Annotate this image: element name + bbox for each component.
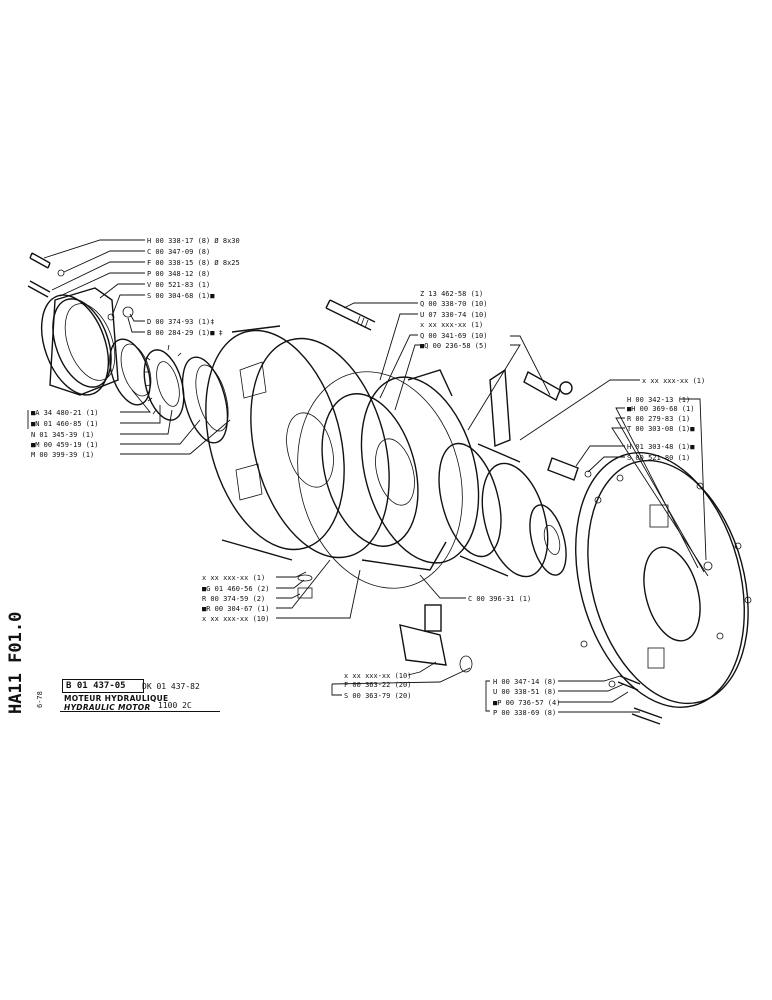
part-label: H 00 347-14 (8) (493, 678, 556, 686)
part-label: S 00 304-68 (1)■ (147, 292, 215, 300)
bearing-ring-part (109, 338, 152, 406)
part-label: D 00 374-93 (1)‡ (147, 318, 214, 326)
part-label: B 00 284-29 (1)■ ‡ (147, 329, 223, 337)
part-label: x xx xxx-xx (1) (420, 321, 483, 329)
part-label: S 00 363-79 (20) (344, 692, 411, 700)
gear-ring-part (143, 344, 185, 421)
part-label: F 00 363-22 (20) (344, 681, 411, 689)
part-label: H 00 338-17 (8) Ø 8x30 (147, 237, 240, 245)
part-label: ■Q 00 236-58 (5) (420, 342, 487, 350)
title-french: MOTEUR HYDRAULIQUE (64, 694, 169, 703)
part-label: C 00 396-31 (1) (468, 595, 531, 603)
part-label: ■N 01 460-85 (1) (31, 420, 98, 428)
part-label: U 00 338-51 (8) (493, 688, 556, 696)
part-label: T 00 303-08 (1)■ (627, 425, 695, 433)
part-label: U 07 330-74 (10) (420, 311, 487, 319)
roller-bearing-part (181, 356, 229, 444)
part-label: R 00 279-83 (1) (627, 415, 690, 423)
part-label: ■G 01 460-56 (2) (202, 585, 269, 593)
part-label: N 01 345-39 (1) (31, 431, 94, 439)
label-group-bottom-mid: x xx xxx-xx (10) F 00 363-22 (20) S 00 3… (344, 672, 411, 700)
rotor-star-part (321, 369, 480, 571)
model-number: 1100 2C (158, 701, 192, 710)
label-group-center-bottom: x xx xxx-xx (1) ■G 01 460-56 (2) R 00 37… (202, 574, 269, 623)
label-group-top-left: H 00 338-17 (8) Ø 8x30 C 00 347-09 (8) F… (147, 237, 240, 337)
part-label: R 00 374-59 (2) (202, 595, 265, 603)
part-label: ■A 34 480-21 (1) (31, 409, 98, 417)
part-label: C 00 347-09 (8) (147, 248, 210, 256)
label-group-center-top: Z 13 462-58 (1) Q 00 338-70 (10) U 07 33… (420, 290, 487, 350)
part-label: S 00 521-80 (1) (627, 454, 690, 462)
part-label: x xx xxx-xx (1) (642, 377, 705, 385)
title-english: HYDRAULIC MOTOR (64, 703, 151, 712)
bottom-bolts-part (617, 675, 663, 725)
top-left-bolts (27, 252, 134, 321)
side-section-code: HA11 F01.0 (6, 611, 26, 714)
small-parts-below (297, 574, 473, 673)
fitting-part (523, 370, 592, 481)
dk-reference: DK 01 437-82 (142, 682, 200, 691)
part-label: ■R 00 304-67 (1) (202, 605, 269, 613)
title-underline (60, 711, 220, 712)
right-flange-part (575, 452, 752, 708)
part-label: Q 00 338-70 (10) (420, 300, 487, 308)
part-label: P 00 338-69 (8) (493, 709, 556, 717)
part-label: V 00 521-83 (1) (147, 281, 210, 289)
label-group-left: ■A 34 480-21 (1) ■N 01 460-85 (1) N 01 3… (27, 409, 98, 459)
part-label: x xx xxx-xx (10) (344, 672, 411, 680)
part-label: ■P 00 736-57 (4) (493, 699, 560, 707)
motor-housing-part (205, 325, 390, 561)
part-label: M 00 399-39 (1) (31, 451, 94, 459)
part-label: Q 00 341-69 (10) (420, 332, 487, 340)
part-label: P 00 348-12 (8) (147, 270, 210, 278)
part-label: Z 13 462-58 (1) (420, 290, 483, 298)
part-label: H 00 342-13 (1) (627, 396, 690, 404)
part-label: ■M 00 459-19 (1) (31, 441, 98, 449)
label-group-bottom-right: H 00 347-14 (8) U 00 338-51 (8) ■P 00 73… (493, 678, 560, 717)
part-number-box: B 01 437-05 (62, 679, 144, 693)
part-label: F 00 338-15 (8) Ø 8x25 (147, 259, 240, 267)
part-label: x xx xxx-xx (1) (202, 574, 265, 582)
long-bolt-part (325, 299, 376, 331)
output-shaft-part (438, 368, 567, 578)
leader-lines (43, 239, 709, 713)
part-label: H 01 303-48 (1)■ (627, 443, 695, 451)
part-label: ■H 00 369-68 (1) (627, 405, 694, 413)
seal-disc-part (297, 371, 463, 589)
label-group-right: x xx xxx-xx (1) H 00 342-13 (1) ■H 00 36… (627, 377, 705, 462)
side-date: 6-78 (36, 691, 44, 708)
left-cover-part (40, 287, 119, 396)
part-label: x xx xxx-xx (10) (202, 615, 269, 623)
